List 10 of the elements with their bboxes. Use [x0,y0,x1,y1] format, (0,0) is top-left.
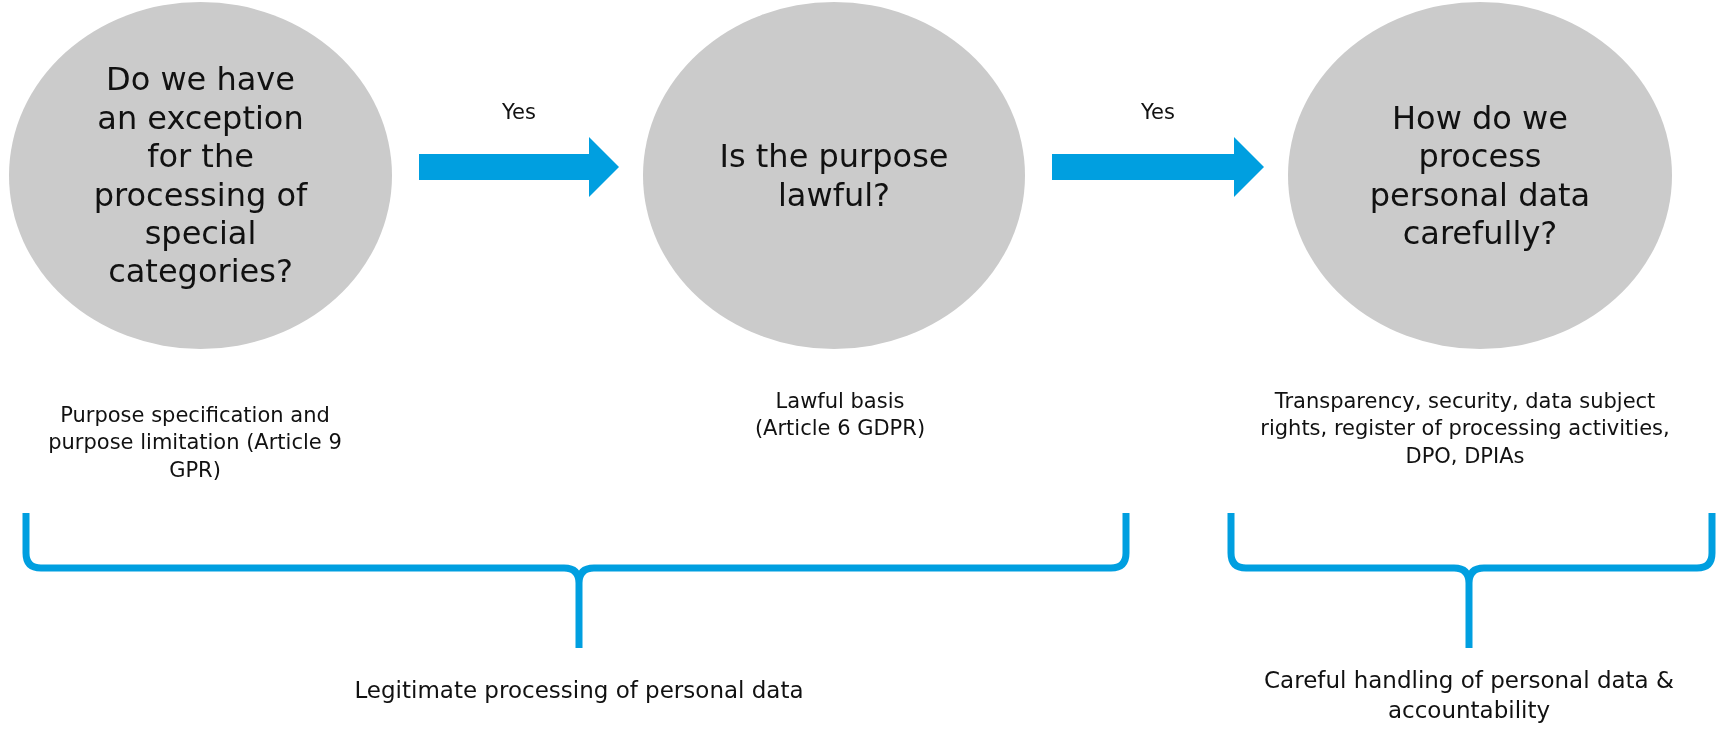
edge-label: Yes [1140,100,1176,124]
question-text: Do we have an exception for the processing of special categories? [92,60,309,291]
requirement-text: Lawful basis (Article 6 GDPR) [753,388,927,443]
question-text: Is the purpose lawful? [718,137,950,214]
edge-label: Yes [501,100,537,124]
requirement-text: Purpose specification and purpose limitation (Article 9 GPR) [47,402,343,484]
summary-text: Careful handling of personal data & accountability [1263,666,1675,725]
question-text: How do we process personal data carefully? [1368,98,1592,253]
summary-text: Legitimate processing of personal data [353,676,805,705]
requirement-text: Transparency, security, data subject rights, register of processing activities, DPO, DPIAs [1260,388,1670,470]
